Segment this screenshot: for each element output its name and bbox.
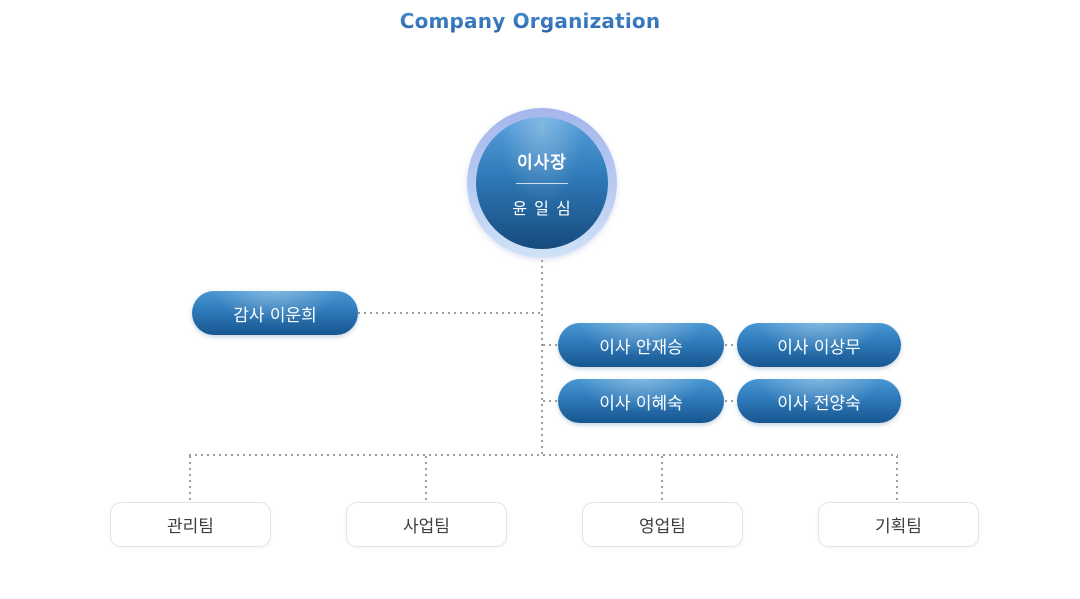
connector-team-2 bbox=[425, 456, 427, 502]
chart-title: Company Organization bbox=[0, 9, 1060, 33]
chairman-name: 윤 일 심 bbox=[512, 198, 572, 218]
team-label: 기획팀 bbox=[875, 517, 922, 537]
connector-chairman-vertical bbox=[541, 260, 543, 455]
team-node-1: 관리팀 bbox=[110, 502, 271, 547]
chairman-node: 이사장 윤 일 심 bbox=[467, 108, 617, 258]
team-node-2: 사업팀 bbox=[346, 502, 507, 547]
director-label: 이사 전양숙 bbox=[777, 393, 861, 414]
connector-team-3 bbox=[661, 456, 663, 502]
connector-director-row2-left bbox=[543, 400, 558, 402]
connector-team-4 bbox=[896, 456, 898, 502]
director-label: 이사 이혜숙 bbox=[599, 393, 683, 414]
chairman-role: 이사장 bbox=[517, 152, 567, 173]
connector-director-row1-left bbox=[543, 344, 558, 346]
team-label: 관리팀 bbox=[167, 517, 214, 537]
auditor-label: 감사 이운희 bbox=[233, 305, 317, 326]
connector-teams-horizontal bbox=[189, 454, 898, 456]
director-node-1: 이사 안재승 bbox=[558, 323, 724, 367]
connector-team-1 bbox=[189, 456, 191, 502]
team-node-4: 기획팀 bbox=[818, 502, 979, 547]
director-node-4: 이사 전양숙 bbox=[737, 379, 901, 423]
team-label: 영업팀 bbox=[639, 517, 686, 537]
connector-director-row2-mid bbox=[725, 400, 737, 402]
auditor-node: 감사 이운희 bbox=[192, 291, 358, 335]
team-label: 사업팀 bbox=[403, 517, 450, 537]
connector-director-row1-mid bbox=[725, 344, 737, 346]
director-label: 이사 안재승 bbox=[599, 337, 683, 358]
director-node-3: 이사 이혜숙 bbox=[558, 379, 724, 423]
team-node-3: 영업팀 bbox=[582, 502, 743, 547]
director-node-2: 이사 이상무 bbox=[737, 323, 901, 367]
director-label: 이사 이상무 bbox=[777, 337, 861, 358]
chairman-node-inner: 이사장 윤 일 심 bbox=[476, 117, 608, 249]
connector-auditor bbox=[358, 312, 542, 314]
chairman-divider bbox=[516, 182, 568, 184]
